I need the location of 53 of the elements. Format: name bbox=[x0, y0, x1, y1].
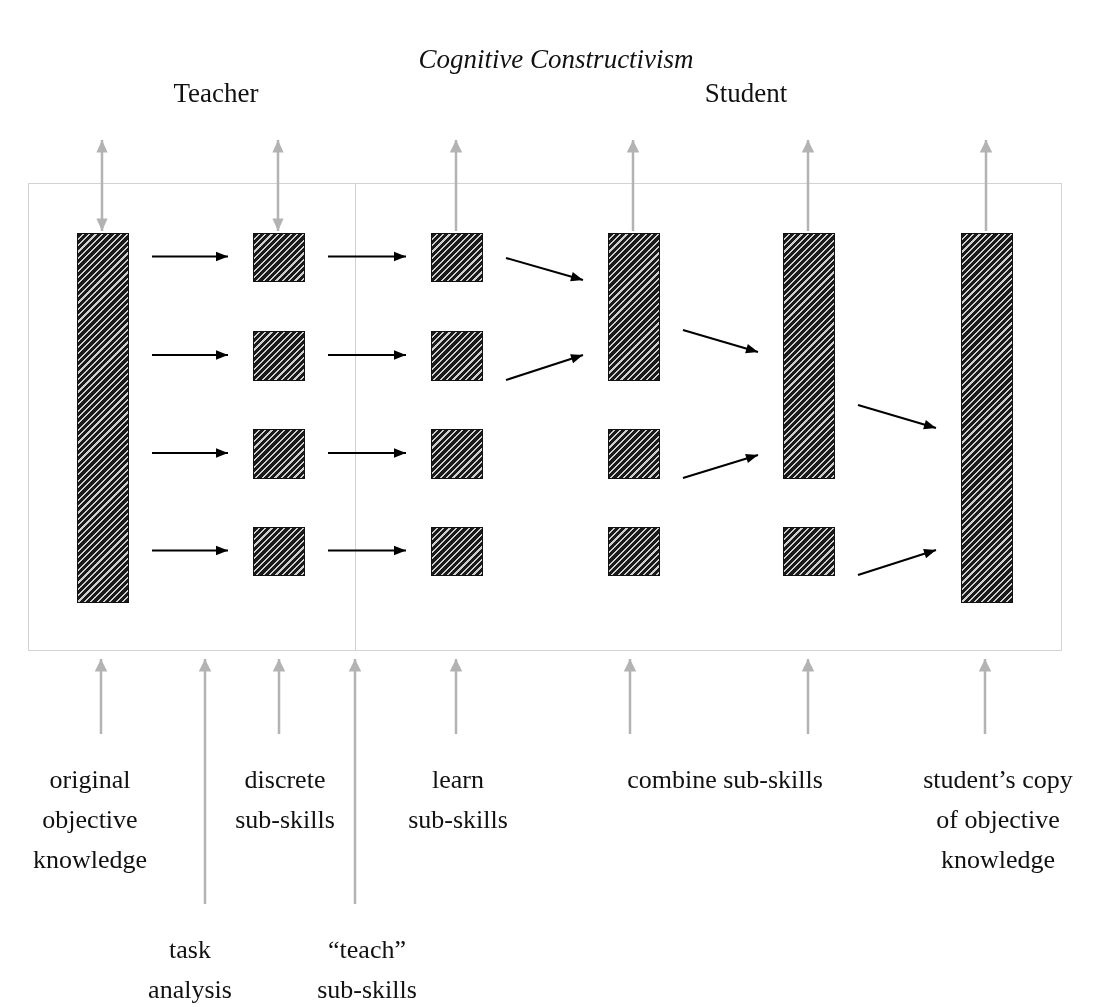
arrow bbox=[682, 453, 759, 479]
step-label: “teach” sub-skills bbox=[297, 930, 437, 1007]
arrow bbox=[272, 659, 286, 734]
arrow bbox=[801, 659, 815, 734]
step-label: task analysis bbox=[130, 930, 250, 1007]
step-label: original objective knowledge bbox=[5, 760, 175, 880]
arrow bbox=[682, 329, 759, 354]
arrow bbox=[96, 140, 108, 231]
arrow bbox=[327, 251, 407, 262]
hatched-bar bbox=[783, 233, 835, 479]
hatched-bar bbox=[608, 233, 660, 381]
arrow bbox=[979, 140, 993, 231]
arrow bbox=[449, 140, 463, 231]
hatched-bar bbox=[431, 233, 483, 282]
arrow bbox=[857, 549, 937, 576]
hatched-bar bbox=[253, 331, 305, 381]
hatched-bar bbox=[253, 429, 305, 479]
hatched-bar bbox=[961, 233, 1013, 603]
arrow bbox=[327, 448, 407, 458]
arrow bbox=[151, 251, 229, 262]
arrow bbox=[151, 545, 229, 556]
arrow bbox=[505, 257, 584, 282]
arrow bbox=[801, 140, 815, 231]
arrow bbox=[327, 545, 407, 556]
arrow bbox=[348, 659, 362, 904]
arrow bbox=[272, 140, 284, 231]
arrow bbox=[857, 404, 937, 430]
hatched-bar bbox=[608, 527, 660, 576]
arrow bbox=[151, 448, 229, 458]
hatched-bar bbox=[431, 527, 483, 576]
arrow bbox=[198, 659, 212, 904]
step-label: learn sub-skills bbox=[393, 760, 523, 840]
arrow bbox=[626, 140, 640, 231]
panel-heading: Student bbox=[704, 78, 788, 109]
arrow bbox=[623, 659, 637, 734]
arrow bbox=[327, 350, 407, 360]
hatched-bar bbox=[253, 527, 305, 576]
hatched-bar bbox=[431, 429, 483, 479]
step-label: discrete sub-skills bbox=[210, 760, 360, 840]
hatched-bar bbox=[253, 233, 305, 282]
hatched-bar bbox=[77, 233, 129, 603]
arrow bbox=[151, 350, 229, 360]
step-label: student’s copy of objective knowledge bbox=[913, 760, 1083, 880]
arrow bbox=[449, 659, 463, 734]
panel-heading: Teacher bbox=[173, 78, 259, 109]
arrow bbox=[505, 354, 584, 381]
hatched-bar bbox=[431, 331, 483, 381]
hatched-bar bbox=[783, 527, 835, 576]
diagram-title: Cognitive Constructivism bbox=[417, 44, 695, 75]
hatched-bar bbox=[608, 429, 660, 479]
arrow bbox=[94, 659, 108, 734]
step-label: combine sub-skills bbox=[585, 760, 865, 800]
arrow bbox=[978, 659, 992, 734]
